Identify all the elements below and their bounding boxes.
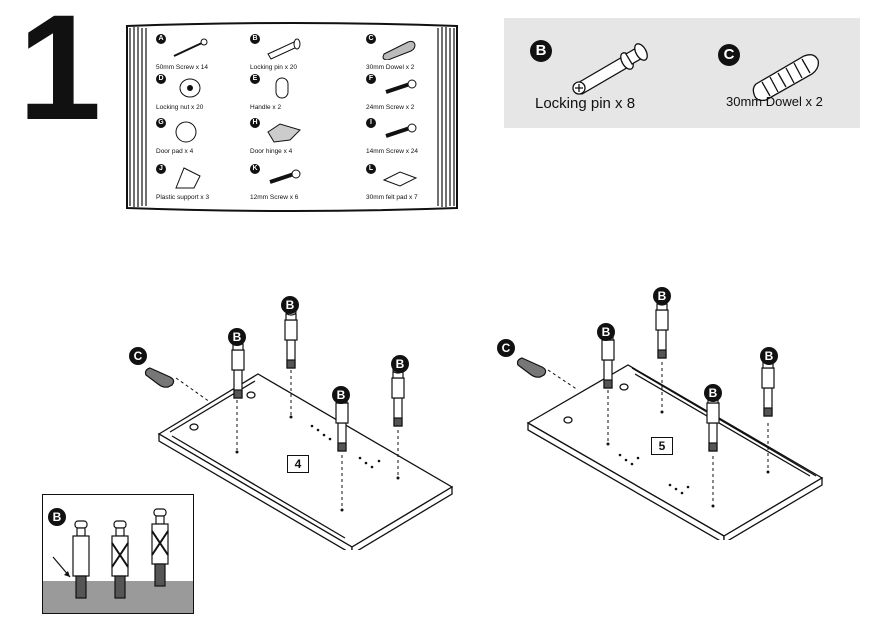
inset-pins [52,508,169,599]
inset-badge: B [48,508,66,526]
part-label: Plastic support x 3 [156,194,210,201]
part-label: 30mm felt pad x 7 [366,194,418,201]
part-item-j: J Plastic support x 3 [156,164,266,208]
parts-sheet-frame [126,22,458,212]
callout-badge-c: C [718,44,740,66]
part-item-h: H Door hinge x 4 [250,118,360,162]
part-badge: I [366,118,376,128]
right-panel-diagram [516,298,824,540]
panel-number-right: 5 [651,437,673,455]
part-badge: D [156,74,166,84]
dowel-badge-right: C [497,339,515,357]
pin-badge-left-1: B [228,328,246,346]
dowel-badge-left: C [129,347,147,365]
part-badge: C [366,34,376,44]
dowel-icon [752,54,820,102]
pin-depth-inset: B [42,494,194,614]
part-badge: A [156,34,166,44]
panel-number-left: 4 [287,455,309,473]
part-label: Locking pin x 20 [250,64,297,71]
pin-badge-right-3: B [704,384,722,402]
part-badge: E [250,74,260,84]
part-item-e: E Handle x 2 [250,74,360,118]
part-label: Door hinge x 4 [250,148,293,155]
part-badge: G [156,118,166,128]
part-label: 12mm Screw x 6 [250,194,299,201]
pin-badge-left-3: B [332,386,350,404]
part-badge: K [250,164,260,174]
part-badge: F [366,74,376,84]
pin-badge-right-2: B [653,287,671,305]
part-item-l: L 30mm felt pad x 7 [366,164,476,208]
callout-label-c: 30mm Dowel x 2 [726,94,823,109]
part-badge: H [250,118,260,128]
pin-badge-right-1: B [597,323,615,341]
pin-badge-left-2: B [281,296,299,314]
part-item-k: K 12mm Screw x 6 [250,164,360,208]
part-label: Door pad x 4 [156,148,194,155]
part-label: 30mm Dowel x 2 [366,64,415,71]
part-item-c: C 30mm Dowel x 2 [366,34,476,78]
part-label: 50mm Screw x 14 [156,64,209,71]
part-item-b: B Locking pin x 20 [250,34,360,78]
locking-pin-icon [572,43,648,95]
pin-badge-right-4: B [760,347,778,365]
pin-badge-left-4: B [391,355,409,373]
part-badge: B [250,34,260,44]
parts-sheet: A 50mm Screw x 14 B Locking pin x 20 C 30mm D… [124,22,460,212]
part-item-d: D Locking nut x 20 [156,74,266,118]
step-number: 1 [18,0,101,151]
callout-box: B Locking pin x 8 C 30mm Dowel x 2 [504,18,860,128]
part-item-g: G Door pad x 4 [156,118,266,162]
part-item-i: I 14mm Screw x 24 [366,118,476,162]
part-badge: L [366,164,376,174]
part-label: 24mm Screw x 2 [366,104,415,111]
part-badge: J [156,164,166,174]
callout-badge-b: B [530,40,552,62]
part-label: Locking nut x 20 [156,104,204,111]
callout-label-b: Locking pin x 8 [535,95,636,112]
part-label: Handle x 2 [250,104,282,111]
part-item-a: A 50mm Screw x 14 [156,34,266,78]
part-label: 14mm Screw x 24 [366,148,419,155]
part-item-f: F 24mm Screw x 2 [366,74,476,118]
